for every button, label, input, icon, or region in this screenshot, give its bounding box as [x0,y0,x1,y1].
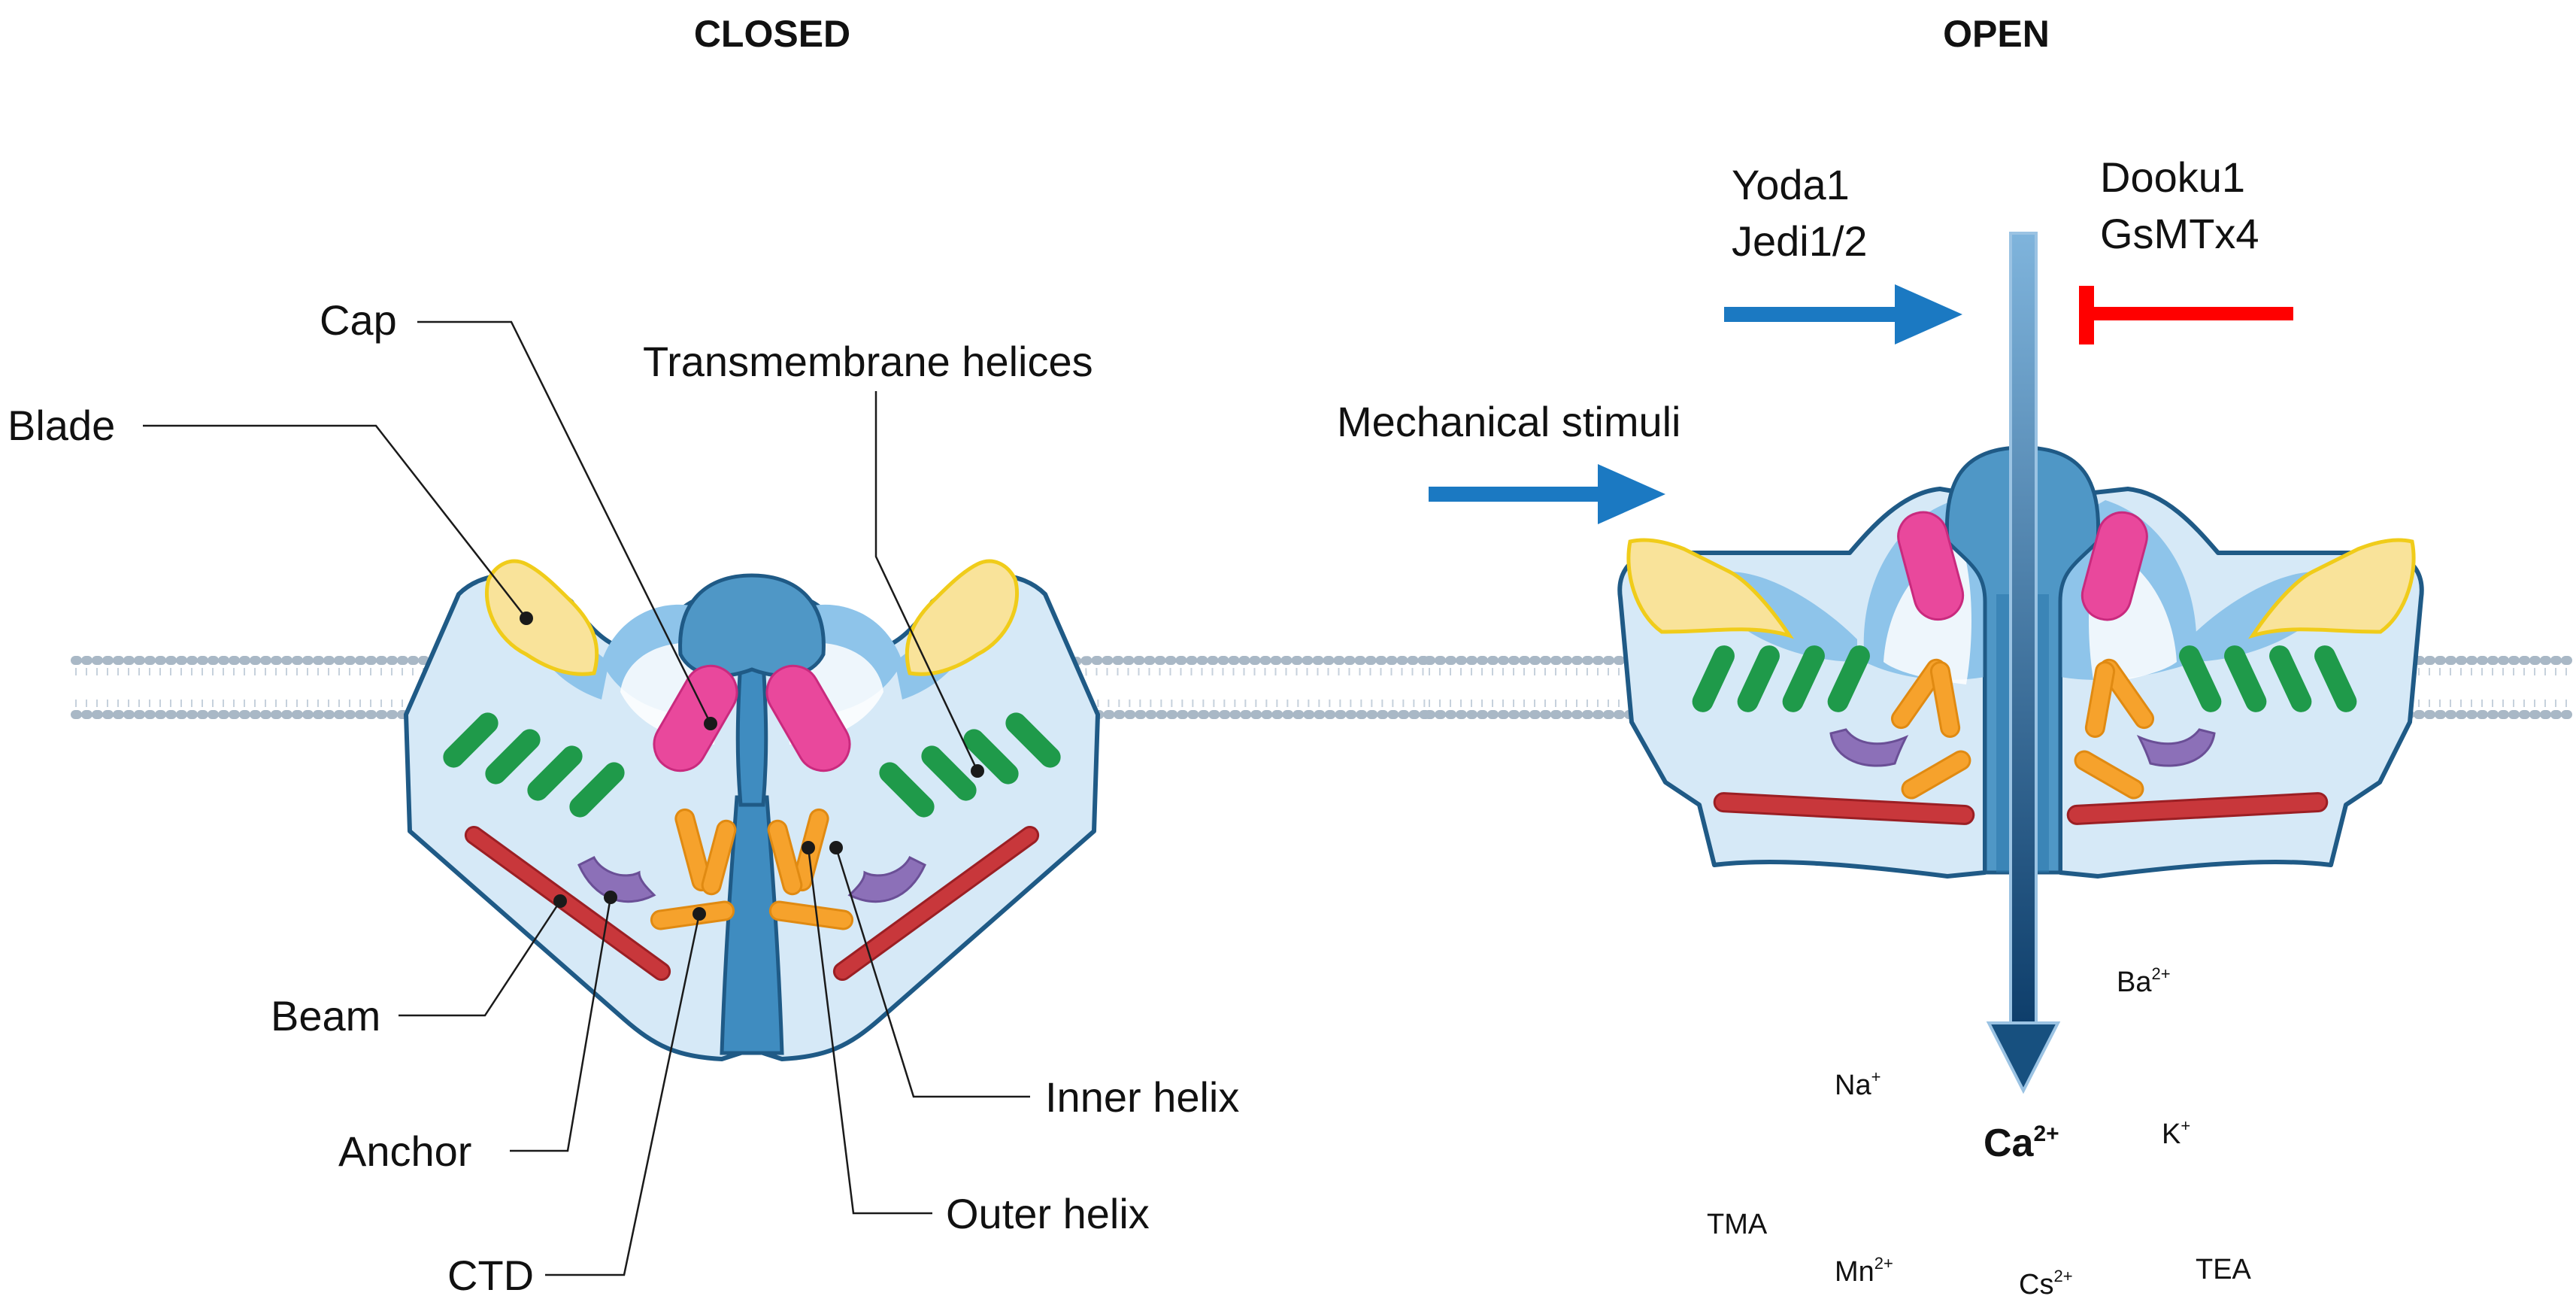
ion-tea: TEA [2196,1254,2252,1285]
ion-ba: Ba2+ [2117,964,2171,998]
label-cap: Cap [320,296,397,344]
stimulus-label: Mechanical stimuli [1337,398,1681,445]
ion-ca: Ca2+ [1984,1121,2059,1165]
ion-list: Ba2+ Na+ Ca2+ K+ TMA Mn2+ Cs2+ TEA [1707,964,2252,1300]
ion-tma: TMA [1707,1209,1768,1240]
ion-na: Na+ [1835,1067,1880,1101]
activator-jedi: Jedi1/2 [1732,217,1868,265]
stimulus-group: Mechanical stimuli [1337,398,1681,524]
label-ctd: CTD [447,1252,534,1299]
label-beam: Beam [271,992,380,1039]
activator-yoda1: Yoda1 [1732,161,1850,208]
dot-outer-helix [802,841,815,854]
stimulus-arrow [1429,464,1665,524]
leader-transmembrane [874,391,979,772]
leader-beam [399,900,562,1017]
dot-ctd [692,907,706,921]
leader-cap [417,320,712,724]
open-title: OPEN [1943,13,2050,55]
ion-mn: Mn2+ [1835,1254,1893,1288]
closed-title: CLOSED [694,13,850,55]
inhibitor-dooku1: Dooku1 [2100,153,2245,201]
inhibitor-gsmtx4: GsMTx4 [2100,210,2259,257]
leader-outer-helix [807,847,932,1215]
dot-transmembrane [971,764,984,778]
inhibitor-group: Dooku1 GsMTx4 [2079,153,2293,344]
leader-blade [143,424,527,619]
closed-labels: Cap Blade Transmembrane helices Beam Anc… [8,296,1239,1299]
dot-cap [704,717,717,730]
pore-flow-arrow [1986,232,2061,1094]
label-blade: Blade [8,402,115,449]
dot-anchor [604,891,617,904]
inhibitor-bar [2079,286,2293,344]
activator-arrow [1724,284,1962,344]
label-inner-helix: Inner helix [1045,1073,1239,1121]
dot-blade [520,612,533,625]
ion-k: K+ [2162,1116,2190,1150]
ion-cs: Cs2+ [2019,1267,2073,1300]
leader-inner-helix [835,847,1030,1098]
activator-group: Yoda1 Jedi1/2 [1724,161,1962,344]
label-outer-helix: Outer helix [946,1190,1150,1237]
open-channel [1617,445,2424,879]
label-anchor: Anchor [338,1127,471,1175]
closed-channel [404,559,1100,1061]
dot-inner-helix [829,841,843,854]
label-transmembrane: Transmembrane helices [643,338,1093,385]
leader-ctd [545,913,701,1276]
leader-anchor [510,897,612,1152]
dot-beam [553,894,567,908]
